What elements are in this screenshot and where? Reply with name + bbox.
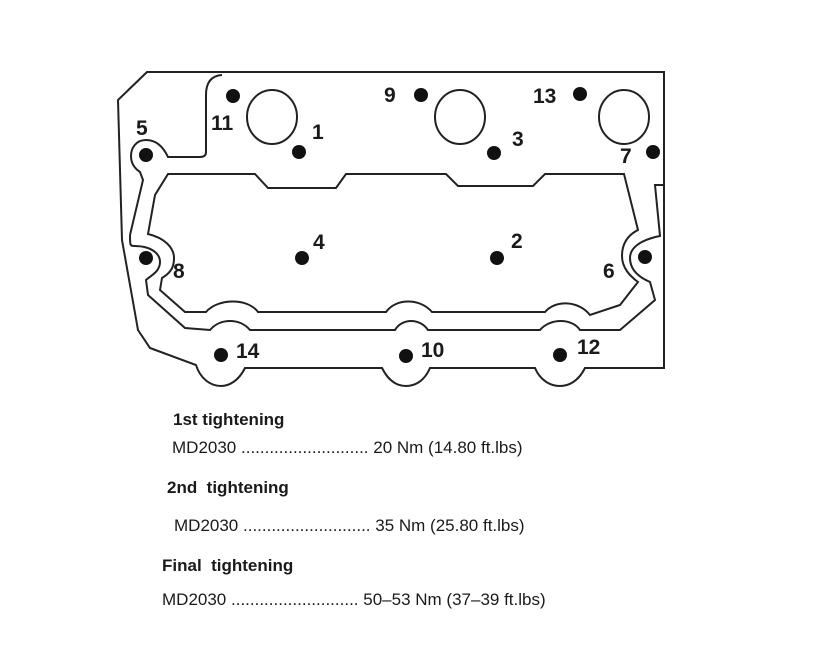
bolt-number-label: 11 (211, 112, 234, 135)
spec-model: MD2030 (162, 590, 227, 609)
spec-model: MD2030 (172, 438, 237, 457)
bolt-dot (490, 251, 504, 265)
spec-heading: Final tightening (162, 556, 294, 575)
bolt-number-label: 3 (512, 128, 524, 151)
spec-value: 50–53 Nm (37–39 ft.lbs) (363, 590, 546, 609)
bolt-number-label: 8 (173, 260, 185, 283)
spec-value: 20 Nm (14.80 ft.lbs) (373, 438, 523, 457)
bolt-number-label: 9 (384, 84, 396, 107)
bolt-number-label: 13 (533, 85, 556, 108)
spec-heading: 1st tightening (173, 410, 285, 429)
port-circle (434, 89, 486, 145)
spec-dots: ........................... (243, 516, 371, 535)
spec-model: MD2030 (174, 516, 239, 535)
bolt-number-label: 14 (236, 340, 260, 363)
bolt-dot (487, 146, 501, 160)
port-circle (598, 89, 650, 145)
bolt-dot (292, 145, 306, 159)
bolt-dot (638, 250, 652, 264)
bolt-number-label: 12 (577, 336, 600, 359)
bolt-number-label: 7 (620, 145, 632, 168)
bolt-number-label: 6 (603, 260, 615, 283)
spec-heading: 2nd tightening (167, 478, 289, 497)
spec-row: MD2030 ........................... 50–53… (162, 590, 546, 610)
cylinder-ports (246, 89, 650, 145)
gasket-outline (116, 71, 665, 388)
bolt-dot (226, 89, 240, 103)
bolt-dot (573, 87, 587, 101)
bolt-number-label: 2 (511, 230, 523, 253)
bolt-dot (139, 251, 153, 265)
bolt-dot (646, 145, 660, 159)
bolt-number-label: 4 (313, 231, 325, 254)
bolt-dot (553, 348, 567, 362)
spec-value: 35 Nm (25.80 ft.lbs) (375, 516, 525, 535)
spec-dots: ........................... (241, 438, 369, 457)
bolt-dot (295, 251, 309, 265)
port-circle (246, 89, 298, 145)
spec-dots: ........................... (231, 590, 359, 609)
bolt-dot (139, 148, 153, 162)
bolt-dot (214, 348, 228, 362)
spec-row: MD2030 ........................... 35 Nm… (174, 516, 525, 536)
bolt-number-label: 1 (312, 121, 324, 144)
bolt-number-label: 5 (136, 117, 148, 140)
bolt-number-label: 10 (421, 339, 444, 362)
bolt-dot (399, 349, 413, 363)
spec-row: MD2030 ........................... 20 Nm… (172, 438, 523, 458)
bolt-dot (414, 88, 428, 102)
